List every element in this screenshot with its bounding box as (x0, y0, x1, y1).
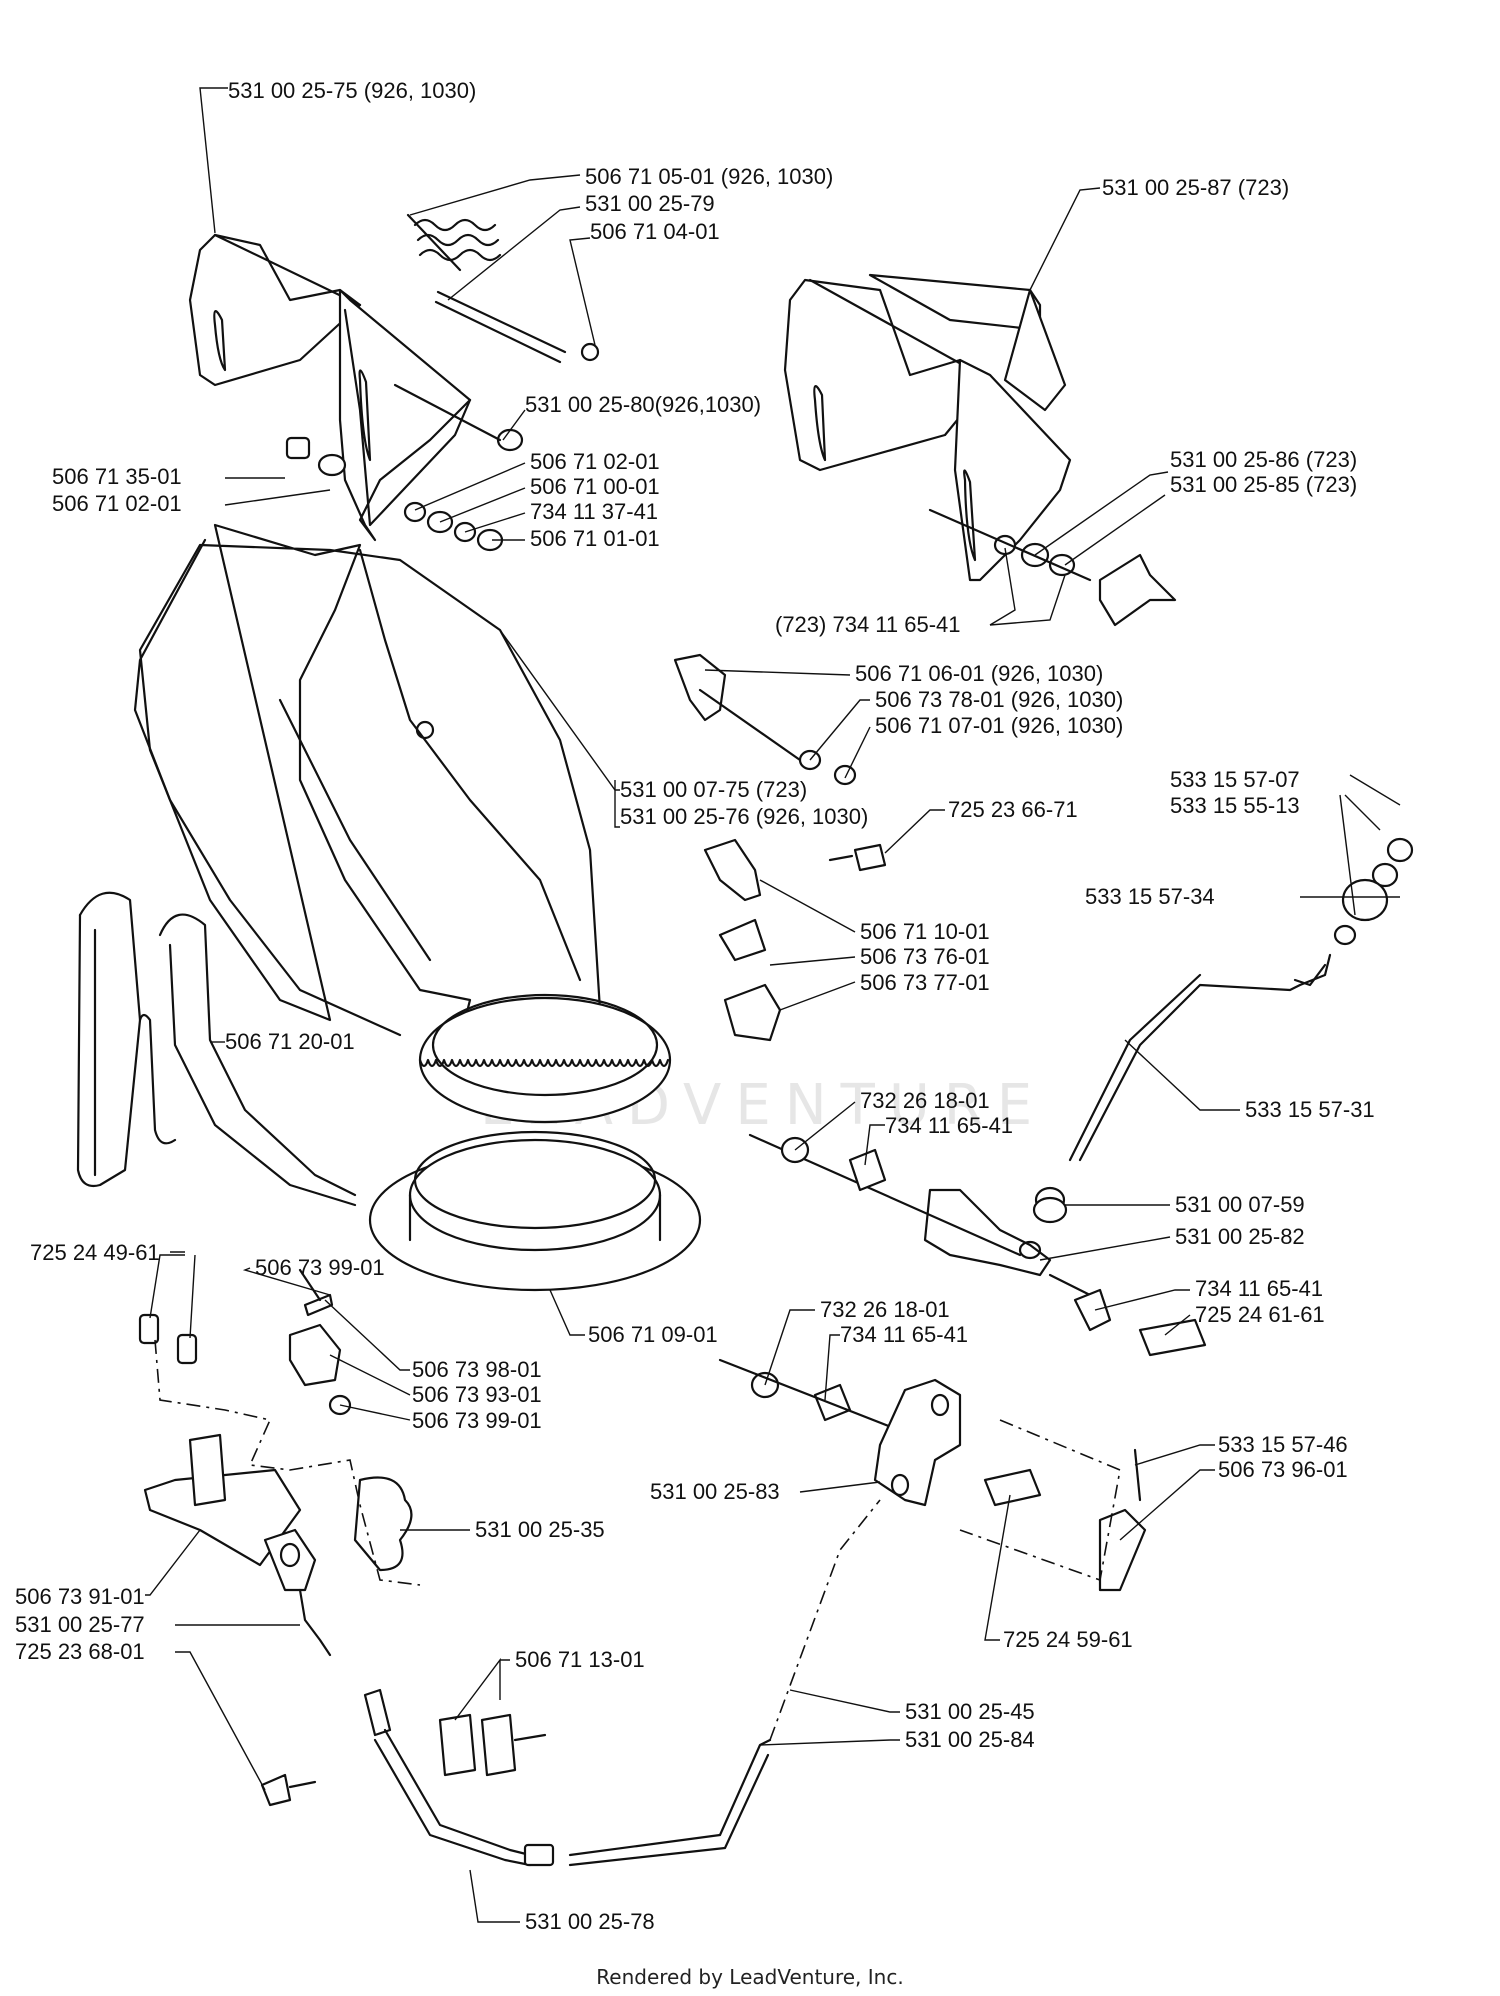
label-506-73-99-01-bottom: 506 73 99-01 (412, 1408, 542, 1433)
label-506-71-07-01: 506 71 07-01 (926, 1030) (875, 713, 1123, 738)
label-725-24-61-61: 725 24 61-61 (1195, 1302, 1325, 1327)
label-506-73-98-01: 506 73 98-01 (412, 1357, 542, 1382)
label-725-23-68-01: 725 23 68-01 (15, 1639, 145, 1664)
label-506-71-20-01: 506 71 20-01 (225, 1029, 355, 1054)
label-531-00-25-83: 531 00 25-83 (650, 1479, 780, 1504)
label-506-71-09-01: 506 71 09-01 (588, 1322, 718, 1347)
label-725-24-59-61: 725 24 59-61 (1003, 1627, 1133, 1652)
label-531-00-25-87: 531 00 25-87 (723) (1102, 175, 1289, 200)
label-531-00-07-75: 531 00 07-75 (723) (620, 777, 807, 802)
bottom-rods (260, 1499, 881, 1867)
label-732-26-18-01-lower: 732 26 18-01 (820, 1297, 950, 1322)
label-533-15-57-31: 533 15 57-31 (1245, 1097, 1375, 1122)
label-506-71-01-01: 506 71 01-01 (530, 526, 660, 551)
label-506-71-02-01: 506 71 02-01 (530, 449, 660, 474)
label-533-15-57-46: 533 15 57-46 (1218, 1432, 1348, 1457)
label-531-00-25-45: 531 00 25-45 (905, 1699, 1035, 1724)
crank-assembly (748, 837, 1414, 1357)
chute-rod (76, 891, 357, 1207)
label-531-00-25-77: 531 00 25-77 (15, 1612, 145, 1637)
label-506-73-93-01: 506 73 93-01 (412, 1382, 542, 1407)
label-734-11-37-41: 734 11 37-41 (530, 499, 658, 524)
label-506-73-99-01-top: 506 73 99-01 (255, 1255, 385, 1280)
label-531-00-25-75: 531 00 25-75 (926, 1030) (228, 78, 476, 103)
label-531-00-25-76: 531 00 25-76 (926, 1030) (620, 804, 868, 829)
label-506-71-10-01: 506 71 10-01 (860, 919, 990, 944)
label-531-00-25-78: 531 00 25-78 (525, 1909, 655, 1934)
label-506-71-13-01: 506 71 13-01 (515, 1647, 645, 1672)
label-734-11-65-41-lower: 734 11 65-41 (840, 1322, 968, 1347)
label-732-26-18-01-upper: 732 26 18-01 (860, 1088, 990, 1113)
label-533-15-57-34: 533 15 57-34 (1085, 884, 1215, 909)
chute-base-ring (368, 1130, 702, 1292)
label-725-24-49-61: 725 24 49-61 (30, 1240, 160, 1265)
label-531-00-25-85: 531 00 25-85 (723) (1170, 472, 1357, 497)
label-734-11-65-41-723: (723) 734 11 65-41 (775, 612, 961, 637)
label-531-00-07-59: 531 00 07-59 (1175, 1192, 1305, 1217)
label-531-00-25-35: 531 00 25-35 (475, 1517, 605, 1542)
left-bracket (138, 1268, 421, 1657)
deflector-assembly-926 (188, 213, 600, 552)
label-506-73-78-01: 506 73 78-01 (926, 1030) (875, 687, 1123, 712)
label-506-73-96-01: 506 73 96-01 (1218, 1457, 1348, 1482)
label-531-00-25-79: 531 00 25-79 (585, 191, 715, 216)
label-506-71-00-01: 506 71 00-01 (530, 474, 660, 499)
label-506-73-76-01: 506 73 76-01 (860, 944, 990, 969)
label-506-71-06-01: 506 71 06-01 (926, 1030) (855, 661, 1103, 686)
deflector-assembly-723 (783, 273, 1177, 627)
leader-lines (145, 87, 1401, 1923)
label-506-71-35-01: 506 71 35-01 (52, 464, 182, 489)
lower-bracket (718, 1358, 1147, 1592)
label-734-11-65-41-right: 734 11 65-41 (1195, 1276, 1323, 1301)
label-725-23-66-71: 725 23 66-71 (948, 797, 1078, 822)
label-531-00-25-86: 531 00 25-86 (723) (1170, 447, 1357, 472)
label-531-00-25-82: 531 00 25-82 (1175, 1224, 1305, 1249)
label-734-11-65-41-upper: 734 11 65-41 (885, 1113, 1013, 1138)
label-533-15-57-07: 533 15 57-07 (1170, 767, 1300, 792)
label-506-71-02-01-left: 506 71 02-01 (52, 491, 182, 516)
discharge-chute (133, 523, 672, 1124)
label-506-71-05-01: 506 71 05-01 (926, 1030) (585, 164, 833, 189)
label-506-73-91-01: 506 73 91-01 (15, 1584, 145, 1609)
label-531-00-25-84: 531 00 25-84 (905, 1727, 1035, 1752)
label-506-71-04-01: 506 71 04-01 (590, 219, 720, 244)
label-533-15-55-13: 533 15 55-13 (1170, 793, 1300, 818)
label-531-00-25-80: 531 00 25-80(926,1030) (525, 392, 761, 417)
center-hardware (673, 653, 887, 1042)
label-506-73-77-01: 506 73 77-01 (860, 970, 990, 995)
footer-credit: Rendered by LeadVenture, Inc. (596, 1965, 903, 1989)
part-labels: 531 00 25-75 (926, 1030) 506 71 05-01 (9… (15, 78, 1375, 1934)
